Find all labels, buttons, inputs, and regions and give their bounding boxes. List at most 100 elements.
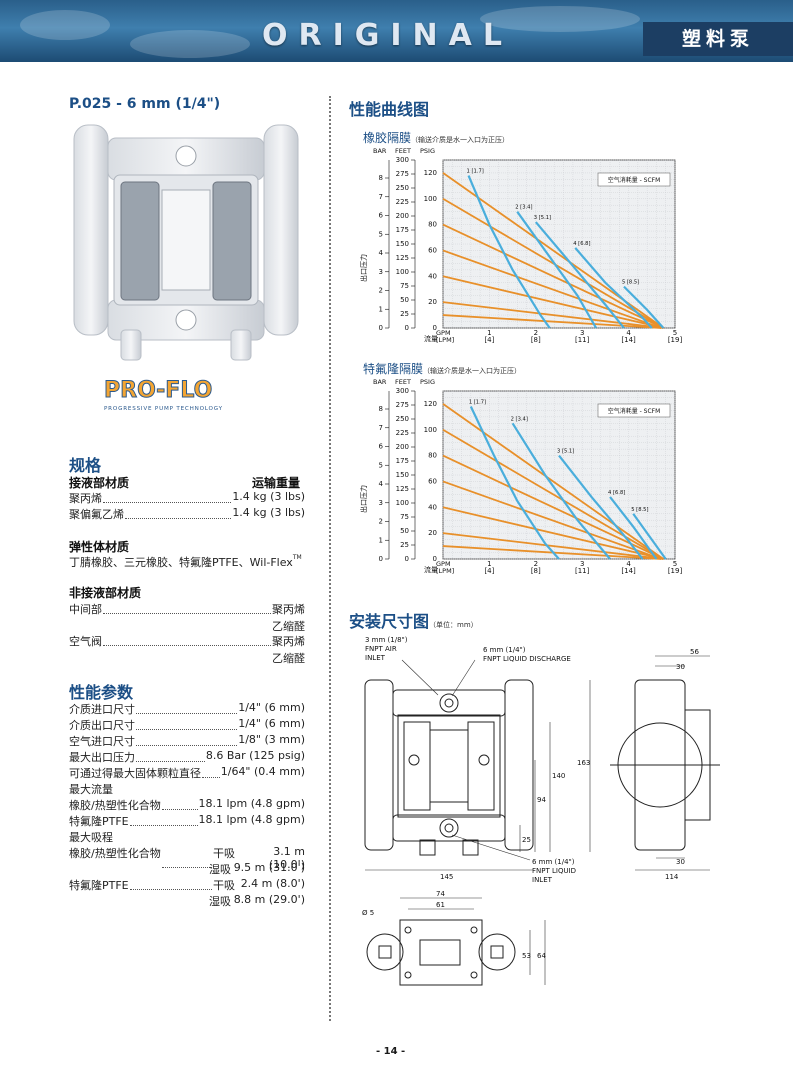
- air-curve: [467, 175, 551, 329]
- tick-label-psig: 60: [428, 246, 437, 254]
- tick-label-psig: 120: [424, 400, 437, 408]
- pressure-line: [442, 532, 664, 560]
- axis-unit-feet: FEET: [395, 147, 411, 155]
- tick-label-bar: 8: [379, 405, 383, 413]
- tick-label-bar: 5: [379, 230, 383, 238]
- tick-label-feet: 250: [396, 415, 409, 423]
- x-tick-label: 1: [487, 329, 491, 337]
- dim-value: 25: [522, 836, 531, 844]
- air-curve: [574, 247, 653, 329]
- air-curve: [609, 496, 658, 560]
- elastomer-label: 弹性体材质: [69, 540, 130, 554]
- pressure-line: [442, 223, 664, 329]
- pressure-line: [442, 249, 662, 329]
- dim-label: INLET: [532, 876, 553, 884]
- pressure-line: [442, 314, 662, 329]
- x-tick-label: [8]: [531, 336, 541, 344]
- tick-label-bar: 5: [379, 461, 383, 469]
- dim-label: INLET: [365, 654, 386, 662]
- x-tick-label: [4]: [484, 567, 494, 575]
- dim-value: 94: [537, 796, 546, 804]
- tick-label-psig: 40: [428, 503, 437, 511]
- x-tick-label: [11]: [575, 567, 590, 575]
- axis-unit-psig: PSIG: [420, 147, 435, 155]
- axis-unit-bar: BAR: [373, 378, 387, 386]
- dim-value: 30: [676, 858, 685, 866]
- dim-value: 30: [676, 663, 685, 671]
- pressure-line: [442, 275, 664, 329]
- pressure-line: [442, 301, 664, 329]
- legend-text: 空气消耗量 - SCFM: [608, 407, 661, 415]
- dim-value: Ø 5: [362, 909, 374, 917]
- x-tick-label: [8]: [531, 567, 541, 575]
- tick-label-psig: 0: [433, 324, 437, 332]
- air-curve: [469, 406, 560, 560]
- pump-image: [73, 124, 299, 361]
- tick-label-feet: 75: [400, 282, 409, 290]
- proflo-logo: PRO-FLO PROGRESSIVE PUMP TECHNOLOGY: [104, 378, 222, 413]
- x-tick-label: [14]: [621, 567, 636, 575]
- x-unit-gpm: GPM: [436, 560, 451, 568]
- tick-label-bar: 1: [379, 305, 383, 313]
- tick-label-feet: 100: [396, 268, 409, 276]
- air-curve-label: 1 [1.7]: [469, 400, 486, 406]
- air-curve-label: 5 [8.5]: [631, 507, 648, 513]
- tick-label-bar: 7: [379, 424, 383, 432]
- performance-heading: 性能参数: [69, 683, 134, 702]
- x-tick-label: 4: [626, 560, 631, 568]
- air-curve-label: 4 [6.8]: [608, 490, 625, 496]
- tick-label-feet: 25: [400, 541, 409, 549]
- banner-texture: [130, 30, 250, 58]
- brand-title: ORIGINAL: [262, 18, 513, 53]
- air-curve: [632, 513, 667, 560]
- dim-label: 6 mm (1/4"): [483, 646, 526, 654]
- dim-value: 53: [522, 952, 531, 960]
- dimensions-heading: 安装尺寸图（单位：mm）: [349, 612, 478, 631]
- banner-texture: [480, 6, 640, 32]
- tick-label-feet: 300: [396, 387, 409, 395]
- tick-label-bar: 7: [379, 193, 383, 201]
- legend-box: [597, 172, 671, 187]
- page-number: - 14 -: [376, 1046, 406, 1057]
- weight-label: 运输重量: [252, 476, 301, 490]
- dim-label: FNPT LIQUID: [532, 867, 576, 875]
- tick-label-psig: 100: [424, 195, 437, 203]
- air-curve-label: 1 [1.7]: [467, 169, 484, 175]
- tick-label-psig: 40: [428, 272, 437, 280]
- dim-label: FNPT LIQUID DISCHARGE: [483, 655, 571, 663]
- pressure-line: [442, 403, 664, 560]
- tick-label-feet: 75: [400, 513, 409, 521]
- tick-label-bar: 8: [379, 174, 383, 182]
- dim-value: 64: [537, 952, 546, 960]
- tick-label-bar: 2: [379, 518, 383, 526]
- air-curve-label: 5 [8.5]: [622, 280, 639, 286]
- x-tick-label: [19]: [668, 567, 683, 575]
- tick-label-psig: 0: [433, 555, 437, 563]
- header-banner: ORIGINAL 塑料泵: [0, 0, 793, 62]
- y-axis-label: 出口压力: [359, 485, 368, 513]
- x-tick-label: 2: [534, 560, 538, 568]
- tick-label-feet: 275: [396, 401, 409, 409]
- dim-value: 114: [665, 873, 679, 881]
- spec-row: 乙缩醛: [272, 620, 305, 633]
- tick-label-feet: 0: [405, 324, 409, 332]
- x-tick-label: 4: [626, 329, 631, 337]
- x-tick-label: 5: [673, 560, 677, 568]
- tick-label-psig: 80: [428, 452, 437, 460]
- tick-label-feet: 50: [400, 296, 409, 304]
- pressure-line: [442, 480, 662, 560]
- tick-label-bar: 0: [379, 555, 383, 563]
- tick-label-bar: 4: [379, 480, 384, 488]
- logo-wordmark: PRO-FLO: [104, 378, 212, 403]
- dim-value: 140: [552, 772, 565, 780]
- spec-row: 空气阀聚丙烯: [69, 635, 305, 648]
- dim-value: 74: [436, 890, 445, 898]
- tick-label-feet: 150: [396, 240, 409, 248]
- x-tick-label: [14]: [621, 336, 636, 344]
- x-unit-gpm: GPM: [436, 329, 451, 337]
